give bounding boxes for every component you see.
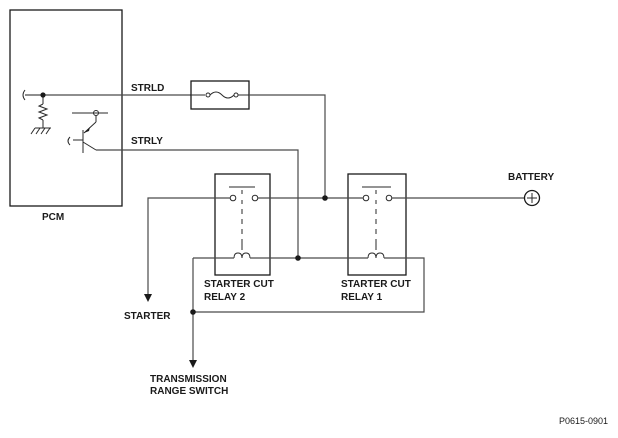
starter-label: STARTER: [124, 311, 171, 322]
pcm-connector-strld: [22, 89, 26, 101]
trs-junction: [190, 309, 196, 315]
trs-label-line1: TRANSMISSION: [150, 374, 227, 385]
ground-hatch: [40, 127, 46, 135]
relay-1-label-line1: STARTER CUT: [341, 279, 411, 290]
pcm-resistor: [37, 103, 49, 121]
relay-1-box: [347, 173, 407, 276]
pcm-box: [9, 9, 123, 207]
transistor-collector: [82, 141, 97, 151]
relay-2-terminal: [251, 194, 259, 202]
battery-label: BATTERY: [508, 172, 554, 183]
fuse-element: [209, 91, 235, 99]
relay-2-label-line2: RELAY 2: [204, 292, 246, 303]
pcm-label: PCM: [42, 212, 64, 223]
relay-1-terminal: [385, 194, 393, 202]
trs-label-line2: RANGE SWITCH: [150, 386, 228, 397]
strly-wire: [96, 149, 299, 258]
strly-label: STRLY: [131, 136, 163, 147]
pcm-connector-strly: [67, 136, 71, 146]
transistor-arrow: [84, 127, 90, 133]
starter-arrow: [144, 294, 152, 302]
relay-1-coil-return: [193, 257, 425, 313]
relay-1-label-line2: RELAY 1: [341, 292, 383, 303]
relay-2-box: [214, 173, 271, 276]
fuse-terminal: [233, 92, 239, 98]
relay-2-terminal: [229, 194, 237, 202]
strly-junction: [295, 255, 301, 261]
figure-code: P0615-0901: [559, 416, 608, 426]
ground-hatch: [45, 127, 51, 135]
trs-arrow: [189, 360, 197, 368]
bus-junction: [322, 195, 328, 201]
relay-1-coil: [367, 252, 385, 259]
relay-2-coil: [233, 252, 251, 259]
strld-junction: [40, 92, 46, 98]
relay-2-label-line1: STARTER CUT: [204, 279, 274, 290]
fuse-terminal: [205, 92, 211, 98]
ground-hatch: [35, 127, 41, 135]
starter-wire: [147, 197, 230, 296]
ground-hatch: [30, 127, 36, 135]
strld-label: STRLD: [131, 83, 164, 94]
fuse-to-bus-wire: [249, 94, 326, 198]
relay-1-terminal: [362, 194, 370, 202]
battery-icon: [523, 189, 541, 207]
